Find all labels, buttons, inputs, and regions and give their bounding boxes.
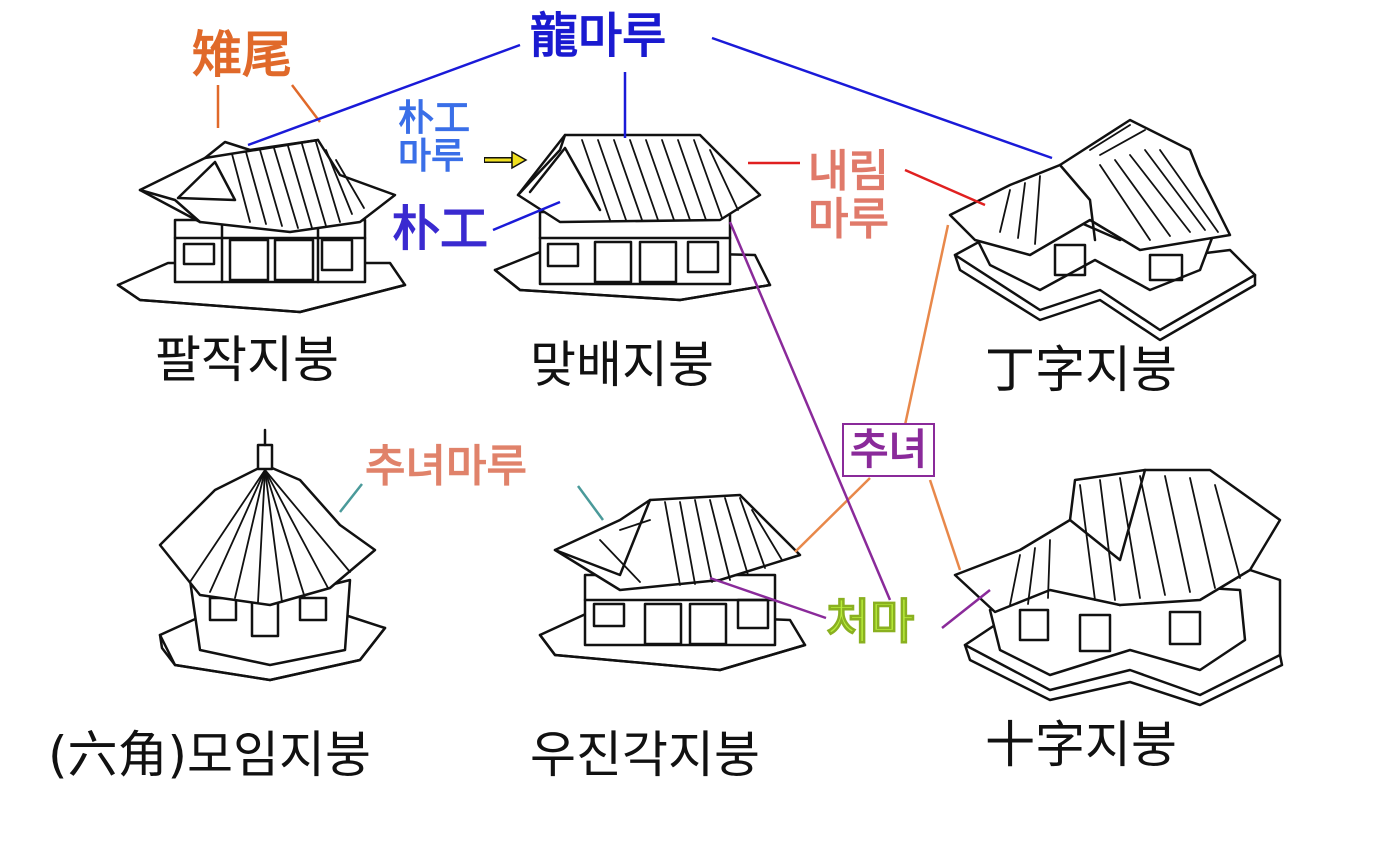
label-bakgong-maru: 朴工 마루 — [398, 100, 470, 176]
label-bakgong-maru-line1: 朴工 — [398, 98, 471, 139]
label-chunyeo: 추녀 — [842, 423, 936, 477]
label-chunyeo-maru: 추녀마루 — [365, 441, 527, 492]
bakgong-leader — [492, 200, 561, 232]
chunyeo-leader-sipja — [928, 479, 962, 571]
label-cheoma: 처마 — [825, 594, 915, 650]
sipja-roof-drawing — [953, 468, 1284, 707]
label-yongmaru: 龍마루 — [530, 8, 667, 64]
label-naerim-maru: 내림 마루 — [808, 146, 889, 246]
label-moim-roof: (六角)모임지붕 — [48, 726, 372, 784]
bakgong-maru-arrow — [484, 150, 528, 170]
naerim-leader-jeongja — [904, 168, 986, 207]
label-bakgong: 朴工 — [392, 201, 489, 257]
cheoma-leader-sipja — [941, 589, 991, 629]
cheoma-leader-ujingak — [709, 576, 827, 620]
chimi-leader-right — [291, 84, 321, 123]
jeongja-roof-drawing — [948, 118, 1257, 342]
label-naerim-maru-line2: 마루 — [808, 194, 889, 246]
chunyeo-maru-leader-right — [576, 485, 605, 521]
cheoma-leader-matbae — [728, 221, 892, 601]
label-bakgong-maru-line2: 마루 — [398, 135, 465, 177]
chunyeo-maru-leader-left — [339, 483, 363, 513]
yongmaru-leader-paljak — [247, 43, 521, 147]
hexagonal-roof-drawing — [158, 428, 387, 682]
label-paljak-roof: 팔작지붕 — [155, 331, 339, 389]
paljak-roof-drawing — [116, 138, 407, 314]
ujingak-roof-drawing — [538, 493, 807, 672]
chunyeo-leader-jeongja — [903, 224, 950, 426]
yongmaru-leader-jeongja — [711, 36, 1053, 160]
label-jeongja-roof: 丁字지붕 — [985, 341, 1177, 399]
label-matbae-roof: 맞배지붕 — [530, 336, 714, 394]
chunyeo-leader-ujingak — [794, 477, 871, 553]
matbae-roof-drawing — [493, 133, 772, 302]
label-ujingak-roof: 우진각지붕 — [530, 726, 760, 784]
label-sipja-roof: 十字지붕 — [985, 716, 1177, 774]
label-naerim-maru-line1: 내림 — [808, 146, 889, 197]
label-chimi: 雉尾 — [192, 26, 292, 84]
